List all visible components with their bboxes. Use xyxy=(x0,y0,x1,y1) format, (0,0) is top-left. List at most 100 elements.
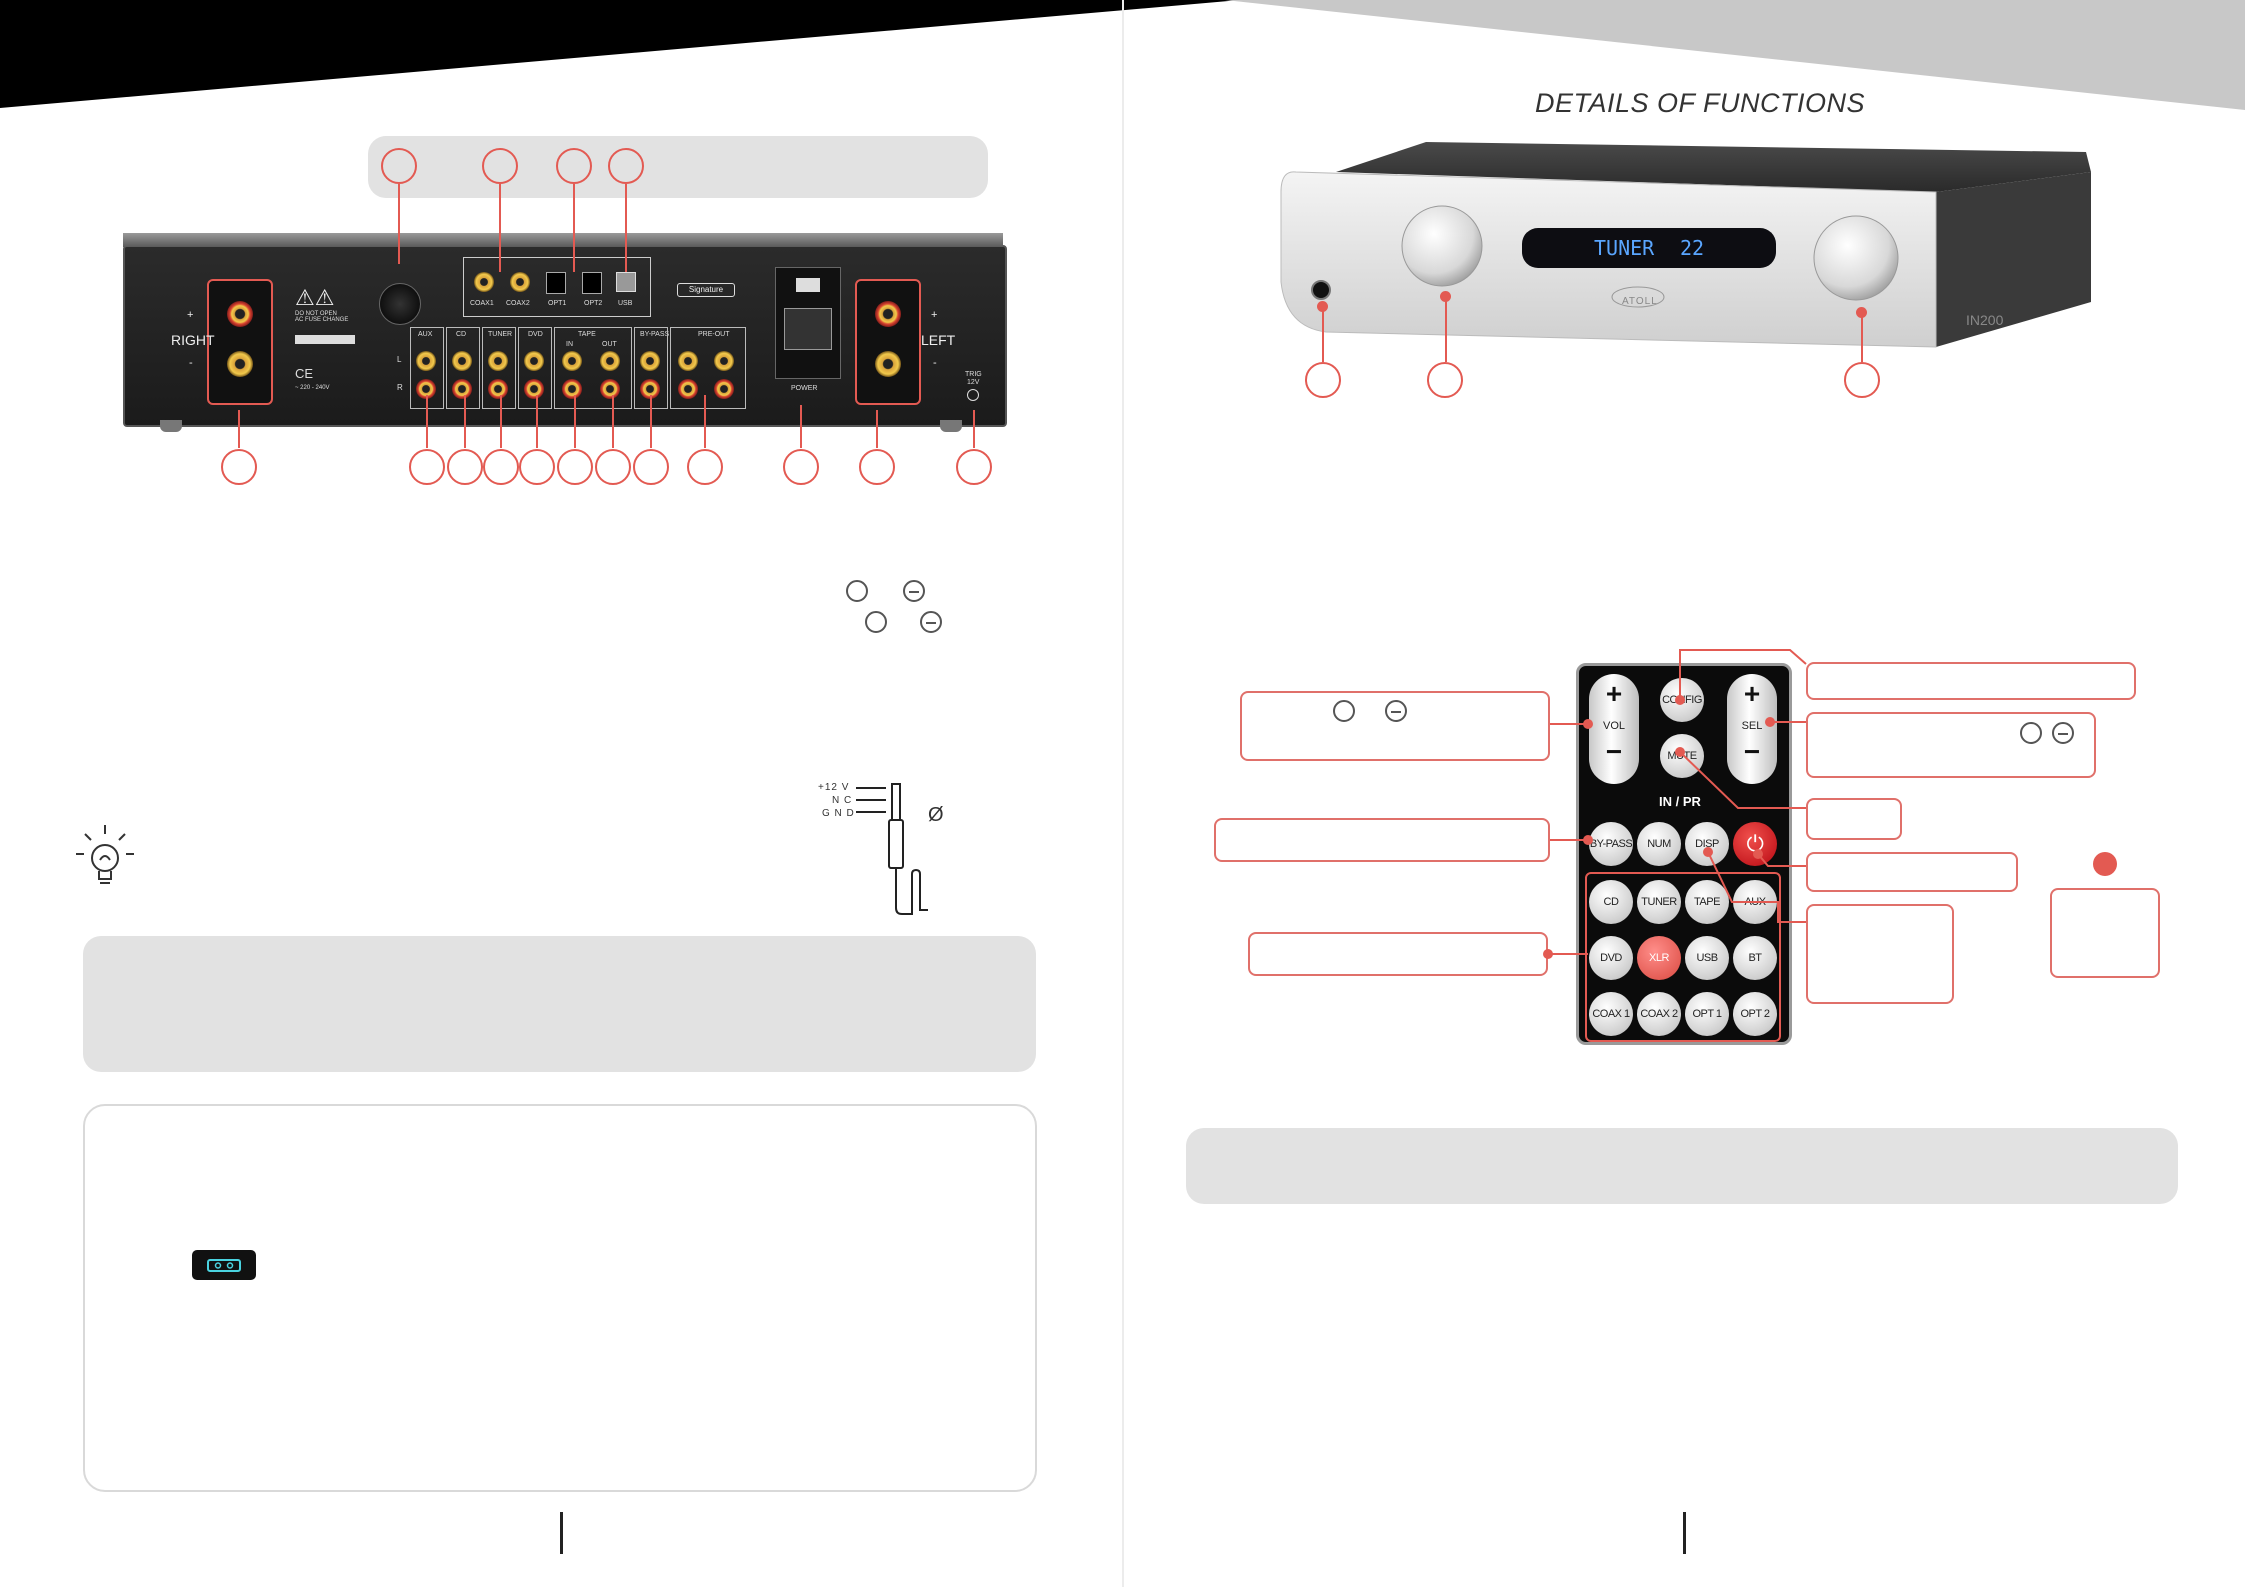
rear-callout-strip xyxy=(368,136,988,198)
coax1-button[interactable]: COAX 1 xyxy=(1589,992,1633,1036)
model-label: IN200 xyxy=(1966,312,2004,328)
rca-preout-4 xyxy=(714,379,734,399)
rca-cd-l xyxy=(452,351,472,371)
vol-minus[interactable]: − xyxy=(1605,736,1623,767)
callout-box-sel xyxy=(1806,712,2096,778)
rear-panel-device: RIGHT + - ⚠⚠ DO NOT OPEN AC FUSE CHANGE … xyxy=(123,233,1007,427)
speaker-post-red-left xyxy=(875,301,901,327)
xlr-button[interactable]: XLR xyxy=(1637,936,1681,980)
rca-group-frame-7 xyxy=(670,327,746,409)
coax2-button[interactable]: COAX 2 xyxy=(1637,992,1681,1036)
coax2-jack xyxy=(510,272,530,292)
group-label-aux: AUX xyxy=(418,331,433,338)
leader-mute xyxy=(1679,751,1806,809)
callout-box-bypass xyxy=(1214,818,1550,862)
rca-cd-r xyxy=(452,379,472,399)
header-band-right xyxy=(1225,0,2245,110)
callout-ring-bottom-5 xyxy=(519,449,555,485)
rca-preout-1 xyxy=(678,351,698,371)
right-minus: - xyxy=(189,357,193,369)
opt1-port xyxy=(546,272,566,294)
rca-group-frame-3 xyxy=(482,327,516,409)
opt1-button[interactable]: OPT 1 xyxy=(1685,992,1729,1036)
sel-plus-ring-symbol xyxy=(2020,722,2042,744)
speaker-post-red xyxy=(227,301,253,327)
voltage-label: ~ 220 - 240V xyxy=(295,385,330,391)
xlr-note-dot xyxy=(2093,852,2117,876)
callout-box-xlr-note xyxy=(2050,888,2160,978)
rca-tuner-r xyxy=(488,379,508,399)
dot-sel xyxy=(1765,717,1775,727)
usb-button[interactable]: USB xyxy=(1685,936,1729,980)
bt-button[interactable]: BT xyxy=(1733,936,1777,980)
digital-inputs-block: COAX1 COAX2 OPT1 OPT2 USB xyxy=(463,257,651,317)
group-label-cd: CD xyxy=(456,331,467,338)
callout-box-config xyxy=(1806,662,2136,700)
amp-side xyxy=(1936,172,2091,347)
vol-plus[interactable]: + xyxy=(1605,678,1623,709)
tuner-button[interactable]: TUNER xyxy=(1637,880,1681,924)
callout-box-sources xyxy=(1248,932,1548,976)
callout-ring-bottom-11 xyxy=(859,449,895,485)
callout-ring-top-4 xyxy=(608,148,644,184)
group-label-dvd: DVD xyxy=(528,331,543,338)
dvd-button[interactable]: DVD xyxy=(1589,936,1633,980)
coax1-jack xyxy=(474,272,494,292)
minus-ring-symbol-1 xyxy=(903,580,925,602)
callout-ring-bottom-9 xyxy=(687,449,723,485)
right-plus: + xyxy=(187,309,194,321)
rca-preout-3 xyxy=(714,351,734,371)
leader-bottom-12 xyxy=(973,410,975,448)
remote-leaders xyxy=(1543,649,1807,959)
num-button[interactable]: NUM xyxy=(1637,822,1681,866)
leader-bottom-9 xyxy=(704,395,706,448)
sel-plus[interactable]: + xyxy=(1743,678,1761,709)
group-label-out: OUT xyxy=(602,341,617,348)
callout-box-disp xyxy=(1806,904,1954,1004)
sel-minus-ring-symbol xyxy=(2052,722,2074,744)
tape-button[interactable]: TAPE xyxy=(1685,880,1729,924)
sel-rocker: + SEL − xyxy=(1727,674,1777,784)
opt2-button[interactable]: OPT 2 xyxy=(1733,992,1777,1036)
left-plus: + xyxy=(931,309,938,321)
rca-aux-r xyxy=(416,379,436,399)
leader-bottom-7 xyxy=(612,395,614,448)
callout-box-power xyxy=(1806,852,2018,892)
disp-button[interactable]: DISP xyxy=(1685,822,1729,866)
vol-label: VOL xyxy=(1602,720,1625,732)
device-foot-left xyxy=(160,420,182,432)
lightbulb-icon xyxy=(76,825,134,884)
ce-mark: CE xyxy=(295,366,314,381)
callout-ring-bottom-7 xyxy=(595,449,631,485)
rca-dvd-r xyxy=(524,379,544,399)
header-band-left xyxy=(0,0,1240,108)
minus-ring-symbol-2 xyxy=(920,611,942,633)
rca-bypass-l xyxy=(640,351,660,371)
opt2-port xyxy=(582,272,602,294)
rca-tuner-l xyxy=(488,351,508,371)
dot-mute xyxy=(1675,747,1685,757)
plus-ring-symbol-2 xyxy=(865,611,887,633)
rca-aux-l xyxy=(416,351,436,371)
coax1-label: COAX1 xyxy=(470,300,494,307)
power-switch xyxy=(796,278,820,292)
sel-minus[interactable]: − xyxy=(1743,736,1761,767)
speaker-terminal-left xyxy=(855,279,921,405)
sel-label: SEL xyxy=(1741,720,1763,732)
bypass-button[interactable]: BY-PASS xyxy=(1589,822,1633,866)
rca-tape-in-l xyxy=(562,351,582,371)
remote-control: + VOL − + SEL − CONFIG MUTE IN / PR BY-P… xyxy=(1576,663,1792,1045)
rca-group-frame-5 xyxy=(554,327,632,409)
cd-button[interactable]: CD xyxy=(1589,880,1633,924)
group-label-in: IN xyxy=(566,341,573,348)
rca-tape-in-r xyxy=(562,379,582,399)
callout-ring-volume xyxy=(1427,362,1463,398)
dot-power xyxy=(1753,849,1763,859)
page-number-rule-right xyxy=(1683,1512,1686,1554)
brand-label: ATOLL xyxy=(1622,296,1658,307)
device-foot-right xyxy=(940,420,962,432)
callout-box-mute xyxy=(1806,798,1902,840)
rca-group-frame-4 xyxy=(518,327,552,409)
rca-dvd-l xyxy=(524,351,544,371)
display-text-right: 22 xyxy=(1680,236,1705,260)
